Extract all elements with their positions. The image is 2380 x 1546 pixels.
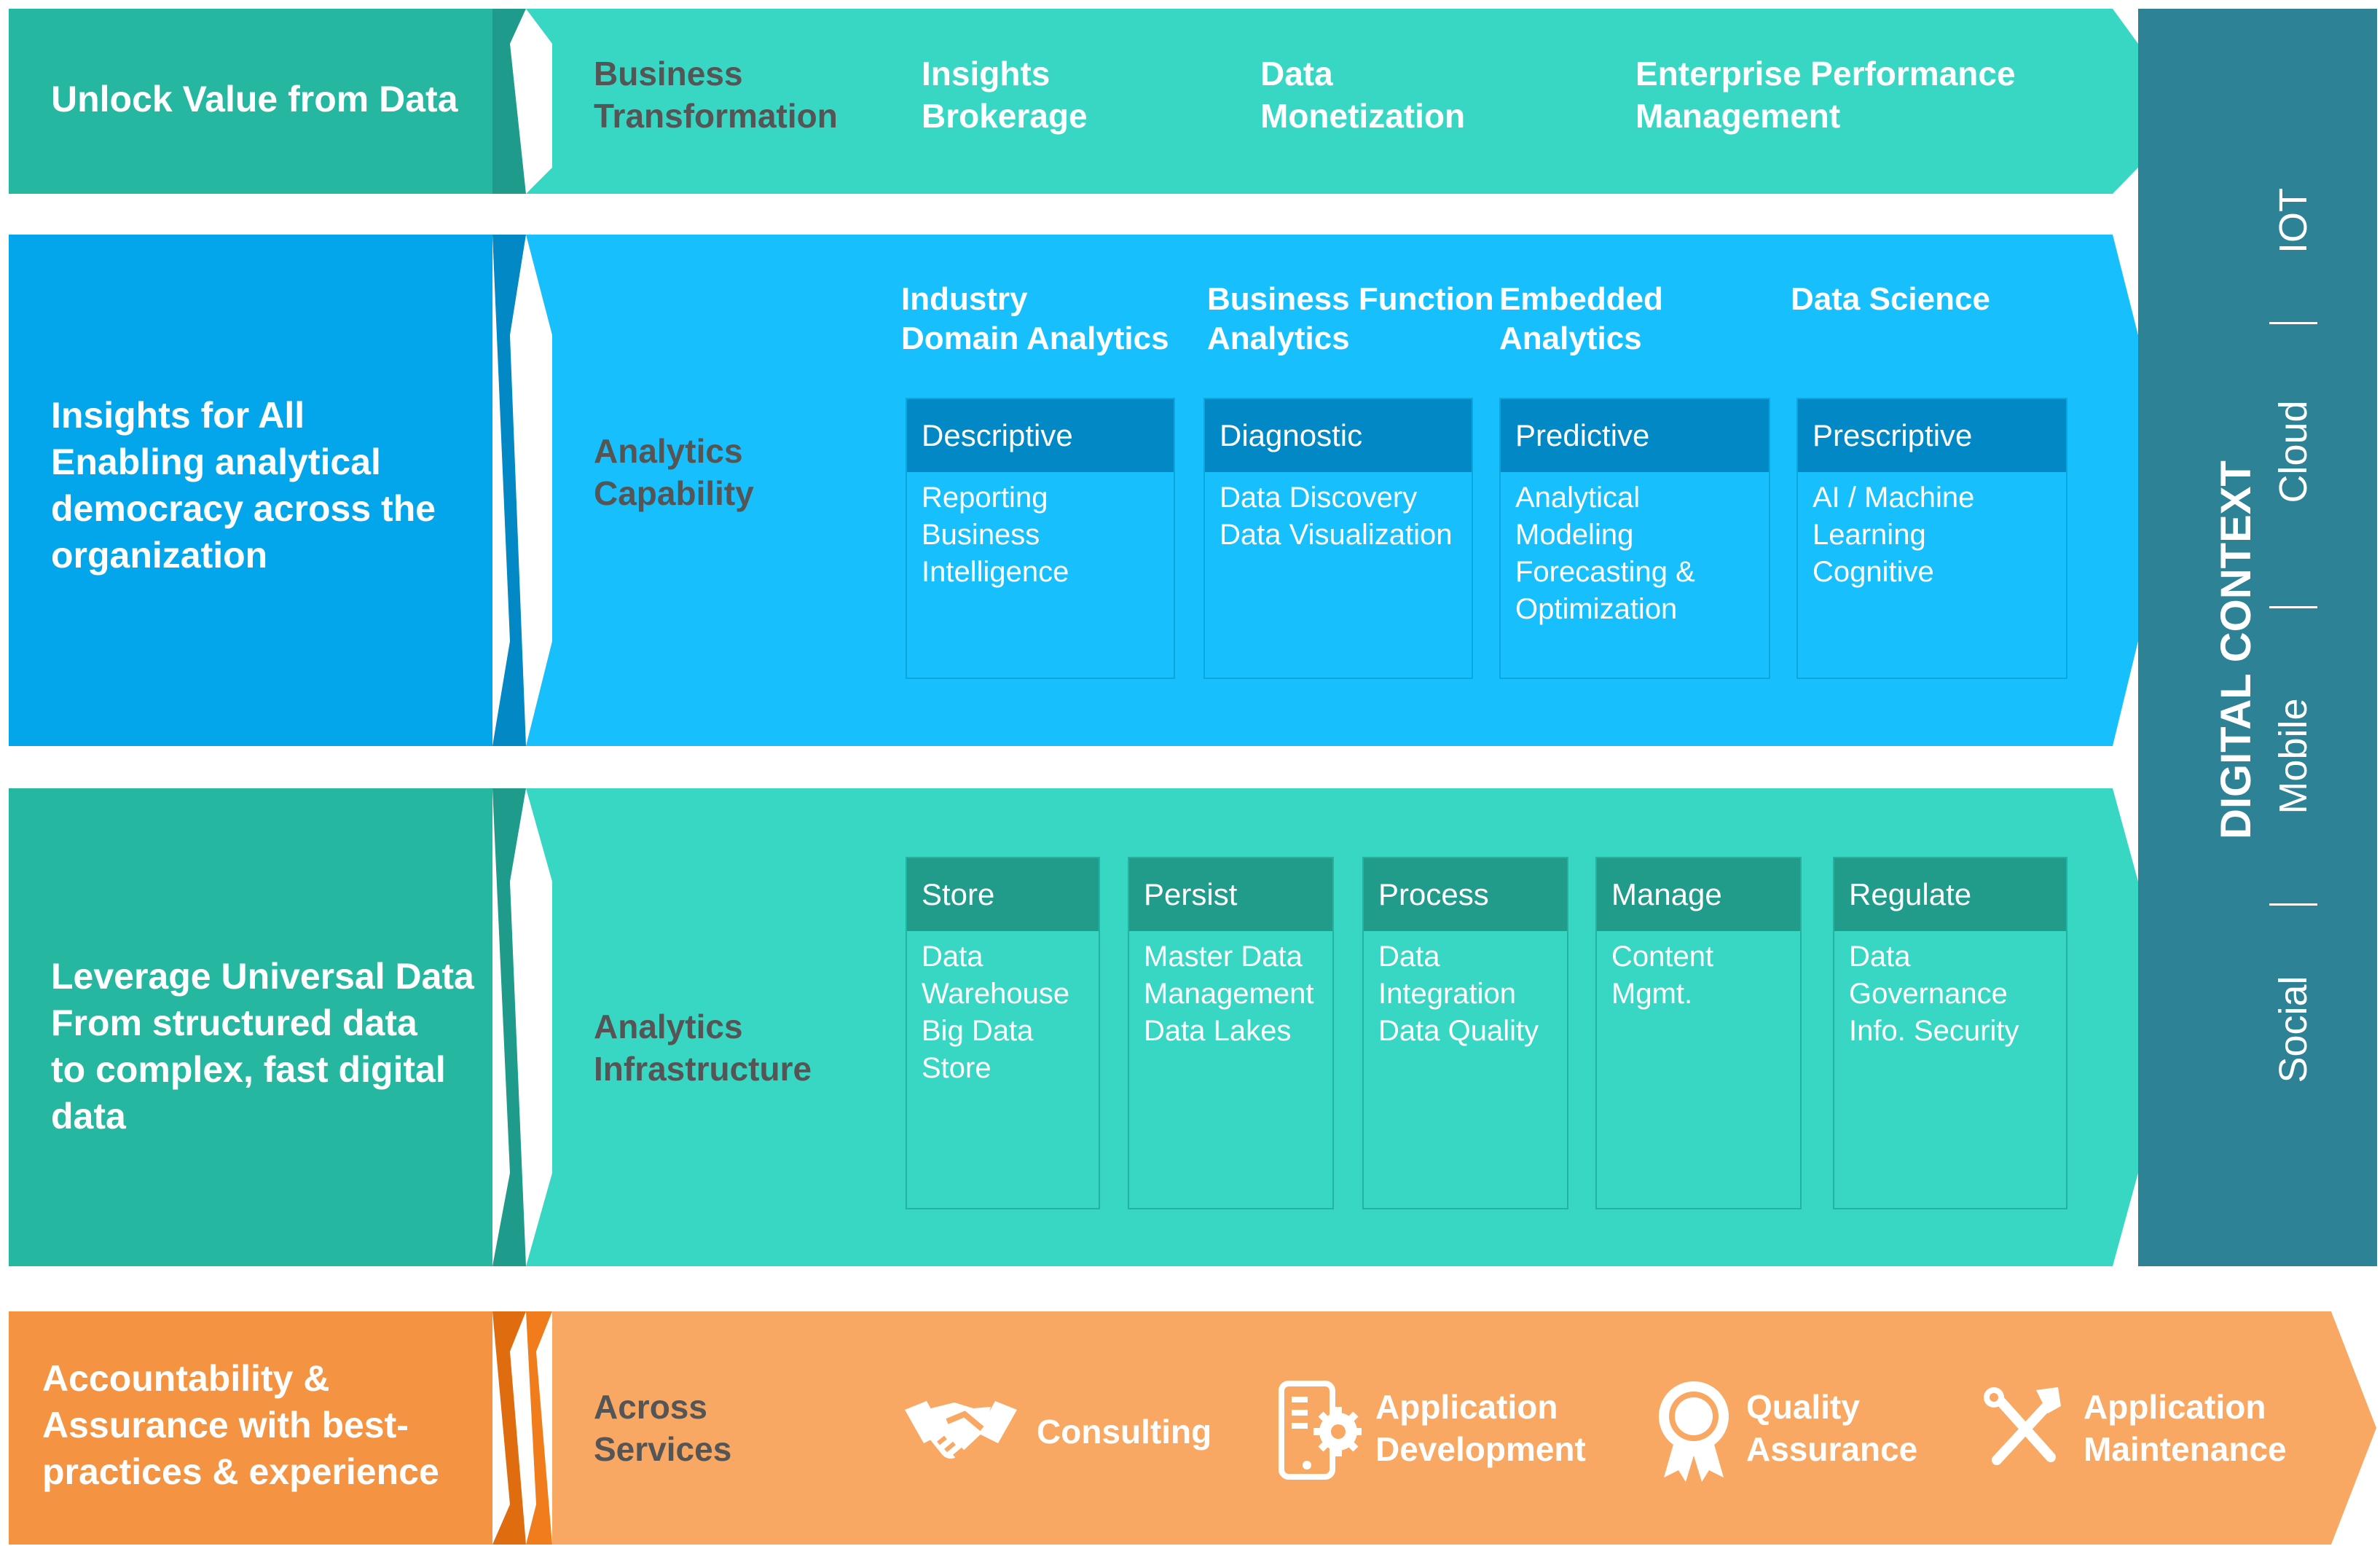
row3-label: Leverage Universal Data From structured …: [51, 956, 474, 1137]
infra-box-title: Regulate: [1834, 858, 2066, 931]
digital-context-bar: [2138, 9, 2377, 1266]
row4-chevron-join-inner: [526, 1311, 552, 1545]
capability-box-body: Data Discovery Data Visualization: [1220, 482, 1453, 551]
infra-box-title: Store: [907, 858, 1099, 931]
capability-box-body: Analytical Modeling Forecasting & Optimi…: [1515, 482, 1695, 625]
infra-box-body: Data Governance Info. Security: [1849, 941, 2019, 1047]
infra-box-process: Process Data Integration Data Quality: [1362, 857, 1568, 1209]
infra-box-body: Data Integration Data Quality: [1378, 941, 1539, 1047]
row1-label: Unlock Value from Data: [51, 79, 458, 119]
capability-box-diagnostic: Diagnostic Data Discovery Data Visualiza…: [1203, 398, 1473, 679]
row2-chevron-join: [492, 235, 526, 746]
capability-box-title: Descriptive: [907, 399, 1174, 472]
digital-context-title: DIGITAL CONTEXT: [2212, 460, 2260, 839]
row4-label: Accountability & Assurance with best- pr…: [42, 1358, 439, 1492]
service-label-quality-assurance: Quality Assurance: [1746, 1388, 1918, 1468]
capability-box-body: AI / Machine Learning Cognitive: [1813, 482, 1975, 588]
infra-box-manage: Manage Content Mgmt.: [1595, 857, 1802, 1209]
capability-box-descriptive: Descriptive Reporting Business Intellige…: [906, 398, 1175, 679]
row1-label-shape: [9, 9, 492, 194]
capability-box-title: Predictive: [1501, 399, 1769, 472]
capability-box-body: Reporting Business Intelligence: [922, 482, 1069, 588]
divider-mobile-cloud: [2269, 606, 2317, 608]
digital-context-social: Social: [2271, 976, 2315, 1083]
analytics-infrastructure-title: Analytics Infrastructure: [594, 1008, 812, 1088]
infra-box-title: Persist: [1129, 858, 1332, 931]
award-ribbon-icon: [1659, 1381, 1729, 1482]
row1-band: [526, 9, 2138, 194]
divider-social-mobile: [2269, 903, 2317, 906]
infra-box-persist: Persist Master Data Management Data Lake…: [1128, 857, 1334, 1209]
service-label-application-development: Application Development: [1375, 1388, 1586, 1468]
digital-context-iot: IOT: [2271, 188, 2315, 254]
row3-label-shape: [9, 788, 492, 1266]
row4-label-shape: [9, 1311, 492, 1545]
row2-label: Insights for All Enabling analytical dem…: [51, 395, 436, 576]
across-services-title: Across Services: [594, 1388, 732, 1468]
mobile-gear-icon: [1279, 1381, 1362, 1480]
infra-box-title: Manage: [1597, 858, 1800, 931]
infra-box-title: Process: [1364, 858, 1567, 931]
infra-box-body: Data Warehouse Big Data Store: [922, 941, 1070, 1084]
header-data-science: Data Science: [1791, 281, 1990, 317]
infra-box-body: Master Data Management Data Lakes: [1144, 941, 1314, 1047]
row1-item-enterprise-performance: Enterprise Performance Management: [1635, 55, 2016, 135]
capability-box-title: Diagnostic: [1205, 399, 1472, 472]
row1-chevron-join: [492, 9, 526, 194]
capability-box-title: Prescriptive: [1798, 399, 2066, 472]
row2-band: [526, 235, 2138, 746]
header-embedded-analytics: Embedded Analytics: [1499, 281, 1663, 356]
row3-chevron-join: [492, 788, 526, 1266]
row1-item-business-transformation: Business Transformation: [594, 55, 838, 135]
header-industry-domain-analytics: Industry Domain Analytics: [901, 281, 1169, 356]
service-label-application-maintenance: Application Maintenance: [2084, 1388, 2287, 1468]
capability-box-predictive: Predictive Analytical Modeling Forecasti…: [1499, 398, 1770, 679]
infra-box-regulate: Regulate Data Governance Info. Security: [1833, 857, 2067, 1209]
analytics-capability-title: Analytics Capability: [594, 432, 754, 512]
infra-box-body: Content Mgmt.: [1611, 941, 1714, 1010]
row4-band: [552, 1311, 2376, 1545]
digital-context-mobile: Mobile: [2271, 698, 2315, 815]
infra-box-store: Store Data Warehouse Big Data Store: [906, 857, 1100, 1209]
row2-label-shape: [9, 235, 492, 746]
header-business-function-analytics: Business Function Analytics: [1207, 281, 1494, 356]
row1-item-data-monetization: Data Monetization: [1260, 55, 1466, 135]
tools-icon: [1984, 1387, 2061, 1465]
digital-context-cloud: Cloud: [2271, 400, 2315, 503]
service-label-consulting: Consulting: [1037, 1413, 1212, 1451]
capability-box-prescriptive: Prescriptive AI / Machine Learning Cogni…: [1796, 398, 2067, 679]
handshake-icon: [905, 1401, 1017, 1459]
divider-cloud-iot: [2269, 322, 2317, 324]
row4-chevron-join: [492, 1311, 526, 1545]
row1-item-insights-brokerage: Insights Brokerage: [922, 55, 1088, 135]
